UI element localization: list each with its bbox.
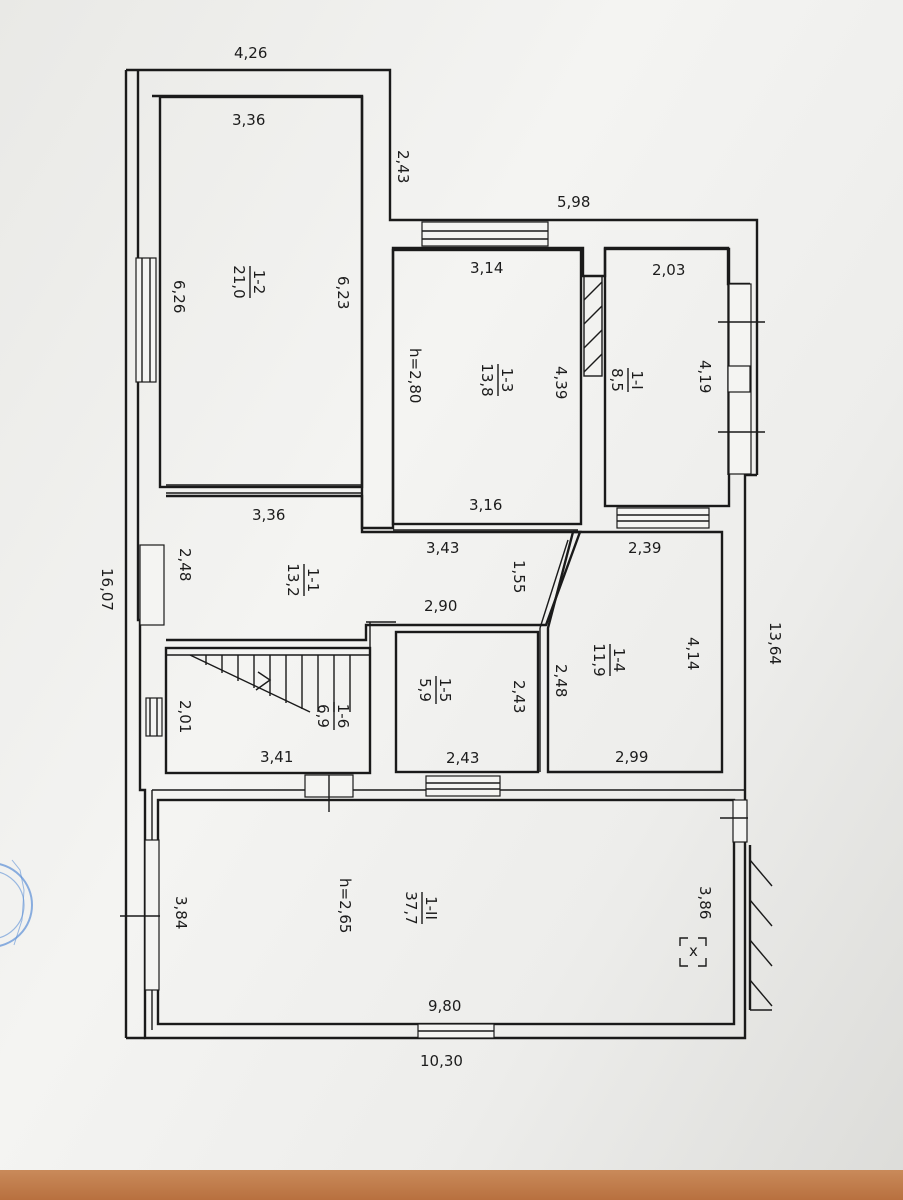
window-1-3 bbox=[421, 221, 549, 247]
room-1-4-dim-left: 2,48 bbox=[552, 664, 570, 697]
room-1-II-height: h=2,65 bbox=[336, 878, 354, 933]
room-1-3-area: 13,8 bbox=[478, 363, 496, 396]
room-1-4-id: 1-4 bbox=[610, 648, 628, 673]
room-1-II-dim-left: 3,84 bbox=[172, 896, 190, 929]
room-1-I-dim-right: 4,19 bbox=[696, 360, 714, 393]
room-1-5 bbox=[394, 630, 540, 774]
room-1-2-dim-right: 6,23 bbox=[334, 276, 352, 309]
door-1-II-right bbox=[732, 799, 748, 843]
wooden-table-edge bbox=[0, 1170, 903, 1200]
room-1-II bbox=[151, 789, 745, 1030]
room-1-1-dim-right: 1,55 bbox=[510, 560, 528, 593]
room-1-1-id: 1-1 bbox=[304, 568, 322, 593]
window-1-II-left bbox=[144, 839, 160, 991]
room-1-4-area: 11,9 bbox=[590, 643, 608, 676]
window-1-1 bbox=[139, 544, 165, 626]
room-1-4-dim-bottom: 2,99 bbox=[615, 748, 648, 766]
dim-top: 4,26 bbox=[234, 44, 267, 62]
room-1-2-label: 1-2 21,0 bbox=[230, 265, 268, 298]
room-1-1-dim-top: 3,36 bbox=[252, 506, 285, 524]
room-1-3-dim-right: 4,39 bbox=[552, 366, 570, 399]
room-1-3-dim-top: 3,14 bbox=[470, 259, 503, 277]
room-1-6-area: 6,9 bbox=[314, 704, 332, 728]
room-1-3-label: 1-3 13,8 bbox=[478, 363, 516, 396]
terrace-hatch bbox=[748, 845, 773, 1011]
room-1-5-dim-bottom: 2,43 bbox=[446, 749, 479, 767]
room-1-II-id: 1-ІІ bbox=[422, 896, 440, 920]
room-1-4-dim-right: 4,14 bbox=[684, 637, 702, 670]
room-1-6-label: 1-6 6,9 bbox=[314, 702, 352, 730]
room-1-4-label: 1-4 11,9 bbox=[590, 643, 628, 676]
room-1-6-dim-bottom: 3,41 bbox=[260, 748, 293, 766]
room-1-I-dim-top: 2,03 bbox=[652, 261, 685, 279]
room-1-3-dim-bottom: 3,16 bbox=[469, 496, 502, 514]
room-1-1-dim-bottom: 2,90 bbox=[424, 597, 457, 615]
room-1-2-id: 1-2 bbox=[250, 270, 268, 295]
room-1-2-dim-top: 3,36 bbox=[232, 111, 265, 129]
room-1-1 bbox=[166, 494, 582, 642]
room-1-II-label: 1-ІІ 37,7 bbox=[402, 891, 440, 924]
room-1-5-id: 1-5 bbox=[436, 678, 454, 703]
room-1-I-area: 8,5 bbox=[608, 368, 626, 392]
room-1-I-id: 1-І bbox=[628, 370, 646, 389]
room-1-1-dim-left: 2,48 bbox=[176, 548, 194, 581]
room-1-1-dim-top-right: 3,43 bbox=[426, 539, 459, 557]
room-1-II-area: 37,7 bbox=[402, 891, 420, 924]
room-1-1-area: 13,2 bbox=[284, 563, 302, 596]
window-1-2 bbox=[135, 257, 157, 383]
room-1-5-label: 1-5 5,9 bbox=[416, 676, 454, 704]
room-1-3-height: h=2,80 bbox=[406, 348, 424, 403]
room-1-1-label: 1-1 13,2 bbox=[284, 563, 322, 596]
room-1-II-dim-bottom: 9,80 bbox=[428, 997, 461, 1015]
room-1-6-dim-left: 2,01 bbox=[176, 700, 194, 733]
windows bbox=[120, 221, 765, 1039]
window-1-4 bbox=[616, 507, 710, 529]
svg-text:x: x bbox=[689, 942, 698, 960]
dim-bottom: 10,30 bbox=[420, 1052, 463, 1070]
window-1-5 bbox=[425, 775, 501, 797]
stamp-seal bbox=[0, 859, 33, 947]
room-1-II-dim-right: 3,86 bbox=[696, 886, 714, 919]
dim-right: 13,64 bbox=[766, 622, 784, 665]
room-1-2 bbox=[158, 95, 364, 494]
room-1-I-label: 1-І 8,5 bbox=[608, 368, 646, 392]
hatched-wall bbox=[583, 275, 603, 377]
window-1-6 bbox=[145, 697, 163, 737]
room-1-2-dim-left: 6,26 bbox=[170, 280, 188, 313]
dim-left: 16,07 bbox=[98, 568, 116, 611]
room-1-5-dim-right: 2,43 bbox=[510, 680, 528, 713]
room-1-2-area: 21,0 bbox=[230, 265, 248, 298]
dim-step: 2,43 bbox=[394, 150, 412, 183]
room-1-3-id: 1-3 bbox=[498, 368, 516, 393]
room-1-5-area: 5,9 bbox=[416, 678, 434, 702]
room-1-3 bbox=[391, 248, 583, 531]
expand-icon: x bbox=[679, 937, 707, 967]
room-1-6-id: 1-6 bbox=[334, 704, 352, 729]
dim-top-right: 5,98 bbox=[557, 193, 590, 211]
room-1-4-dim-top: 2,39 bbox=[628, 539, 661, 557]
room-1-4 bbox=[539, 530, 724, 774]
